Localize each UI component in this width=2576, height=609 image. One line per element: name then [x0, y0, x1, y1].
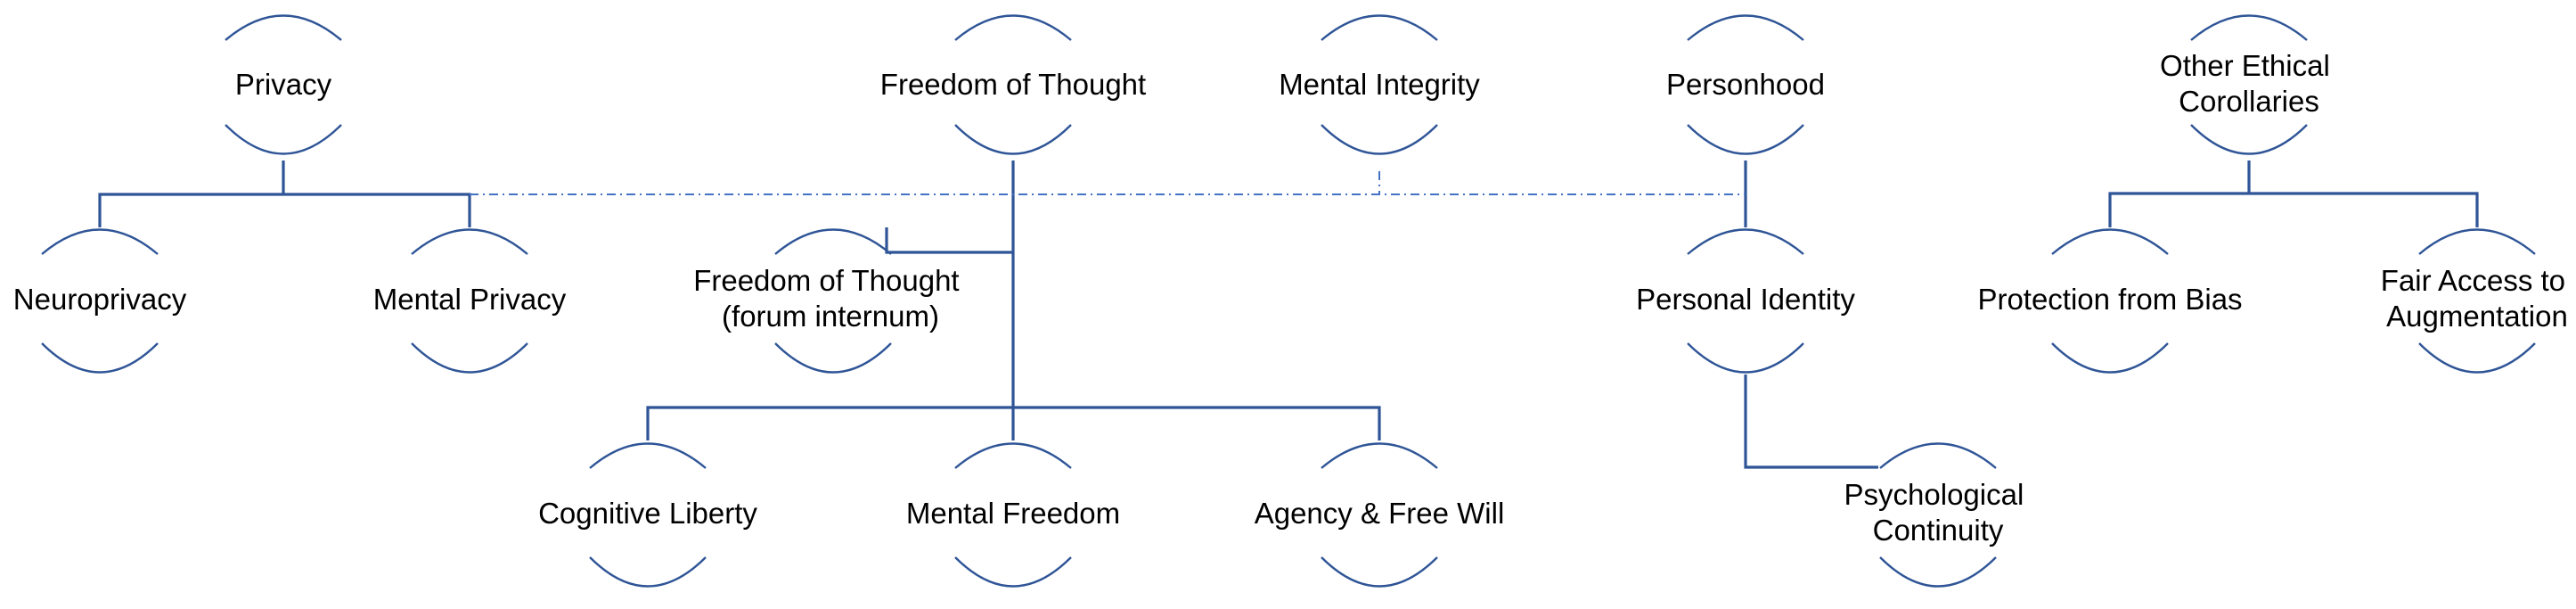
connectors: [98, 160, 2479, 469]
bracket-personhood: [1687, 14, 1804, 155]
bracket-mental-privacy: [411, 228, 528, 374]
edge-privacy-children: [98, 160, 471, 227]
node-labels: Privacy Neuroprivacy Mental Privacy Free…: [13, 49, 2573, 547]
bracket-psychological-continuity: [1879, 442, 1997, 588]
bracket-agency-free-will: [1321, 442, 1438, 588]
node-other-ethical-corollaries: Other Ethical Corollaries: [2160, 49, 2338, 118]
edge-freedom-of-thought-bottom-children: [646, 406, 1381, 440]
node-personhood: Personhood: [1666, 68, 1825, 101]
node-freedom-of-thought: Freedom of Thought: [880, 68, 1146, 101]
node-neuroprivacy: Neuroprivacy: [13, 283, 187, 316]
node-mental-freedom: Mental Freedom: [906, 497, 1120, 530]
bracket-fair-access: [2418, 228, 2536, 374]
edge-other-ethical-children: [2108, 160, 2479, 227]
node-mental-privacy: Mental Privacy: [373, 283, 567, 316]
node-forum-internum: Freedom of Thought (forum internum): [693, 264, 968, 333]
node-protection-from-bias: Protection from Bias: [1977, 283, 2242, 316]
bracket-cognitive-liberty: [589, 442, 707, 588]
node-privacy: Privacy: [235, 68, 332, 101]
bracket-mental-freedom: [954, 442, 1072, 588]
bracket-freedom-of-thought: [954, 14, 1072, 155]
node-psychological-continuity: Psychological Continuity: [1844, 478, 2032, 547]
edge-personal-identity-to-psychological-continuity: [1744, 374, 1878, 469]
node-mental-integrity: Mental Integrity: [1279, 68, 1480, 101]
edge-freedom-of-thought-to-forum-internum: [885, 227, 1013, 254]
bracket-personal-identity: [1687, 228, 1804, 374]
node-agency-free-will: Agency & Free Will: [1255, 497, 1505, 530]
dashed-connectors: [470, 171, 1746, 195]
node-personal-identity: Personal Identity: [1636, 283, 1855, 316]
bracket-other-ethical: [2190, 14, 2308, 155]
node-cognitive-liberty: Cognitive Liberty: [538, 497, 757, 530]
node-brackets: [41, 14, 2536, 588]
bracket-mental-integrity: [1321, 14, 1438, 155]
node-fair-access-to-augmentation: Fair Access to Augmentation: [2381, 264, 2573, 333]
bracket-privacy: [225, 14, 342, 155]
bracket-protection-bias: [2051, 228, 2169, 374]
bracket-neuroprivacy: [41, 228, 159, 374]
bracket-forum-internum: [774, 228, 892, 374]
